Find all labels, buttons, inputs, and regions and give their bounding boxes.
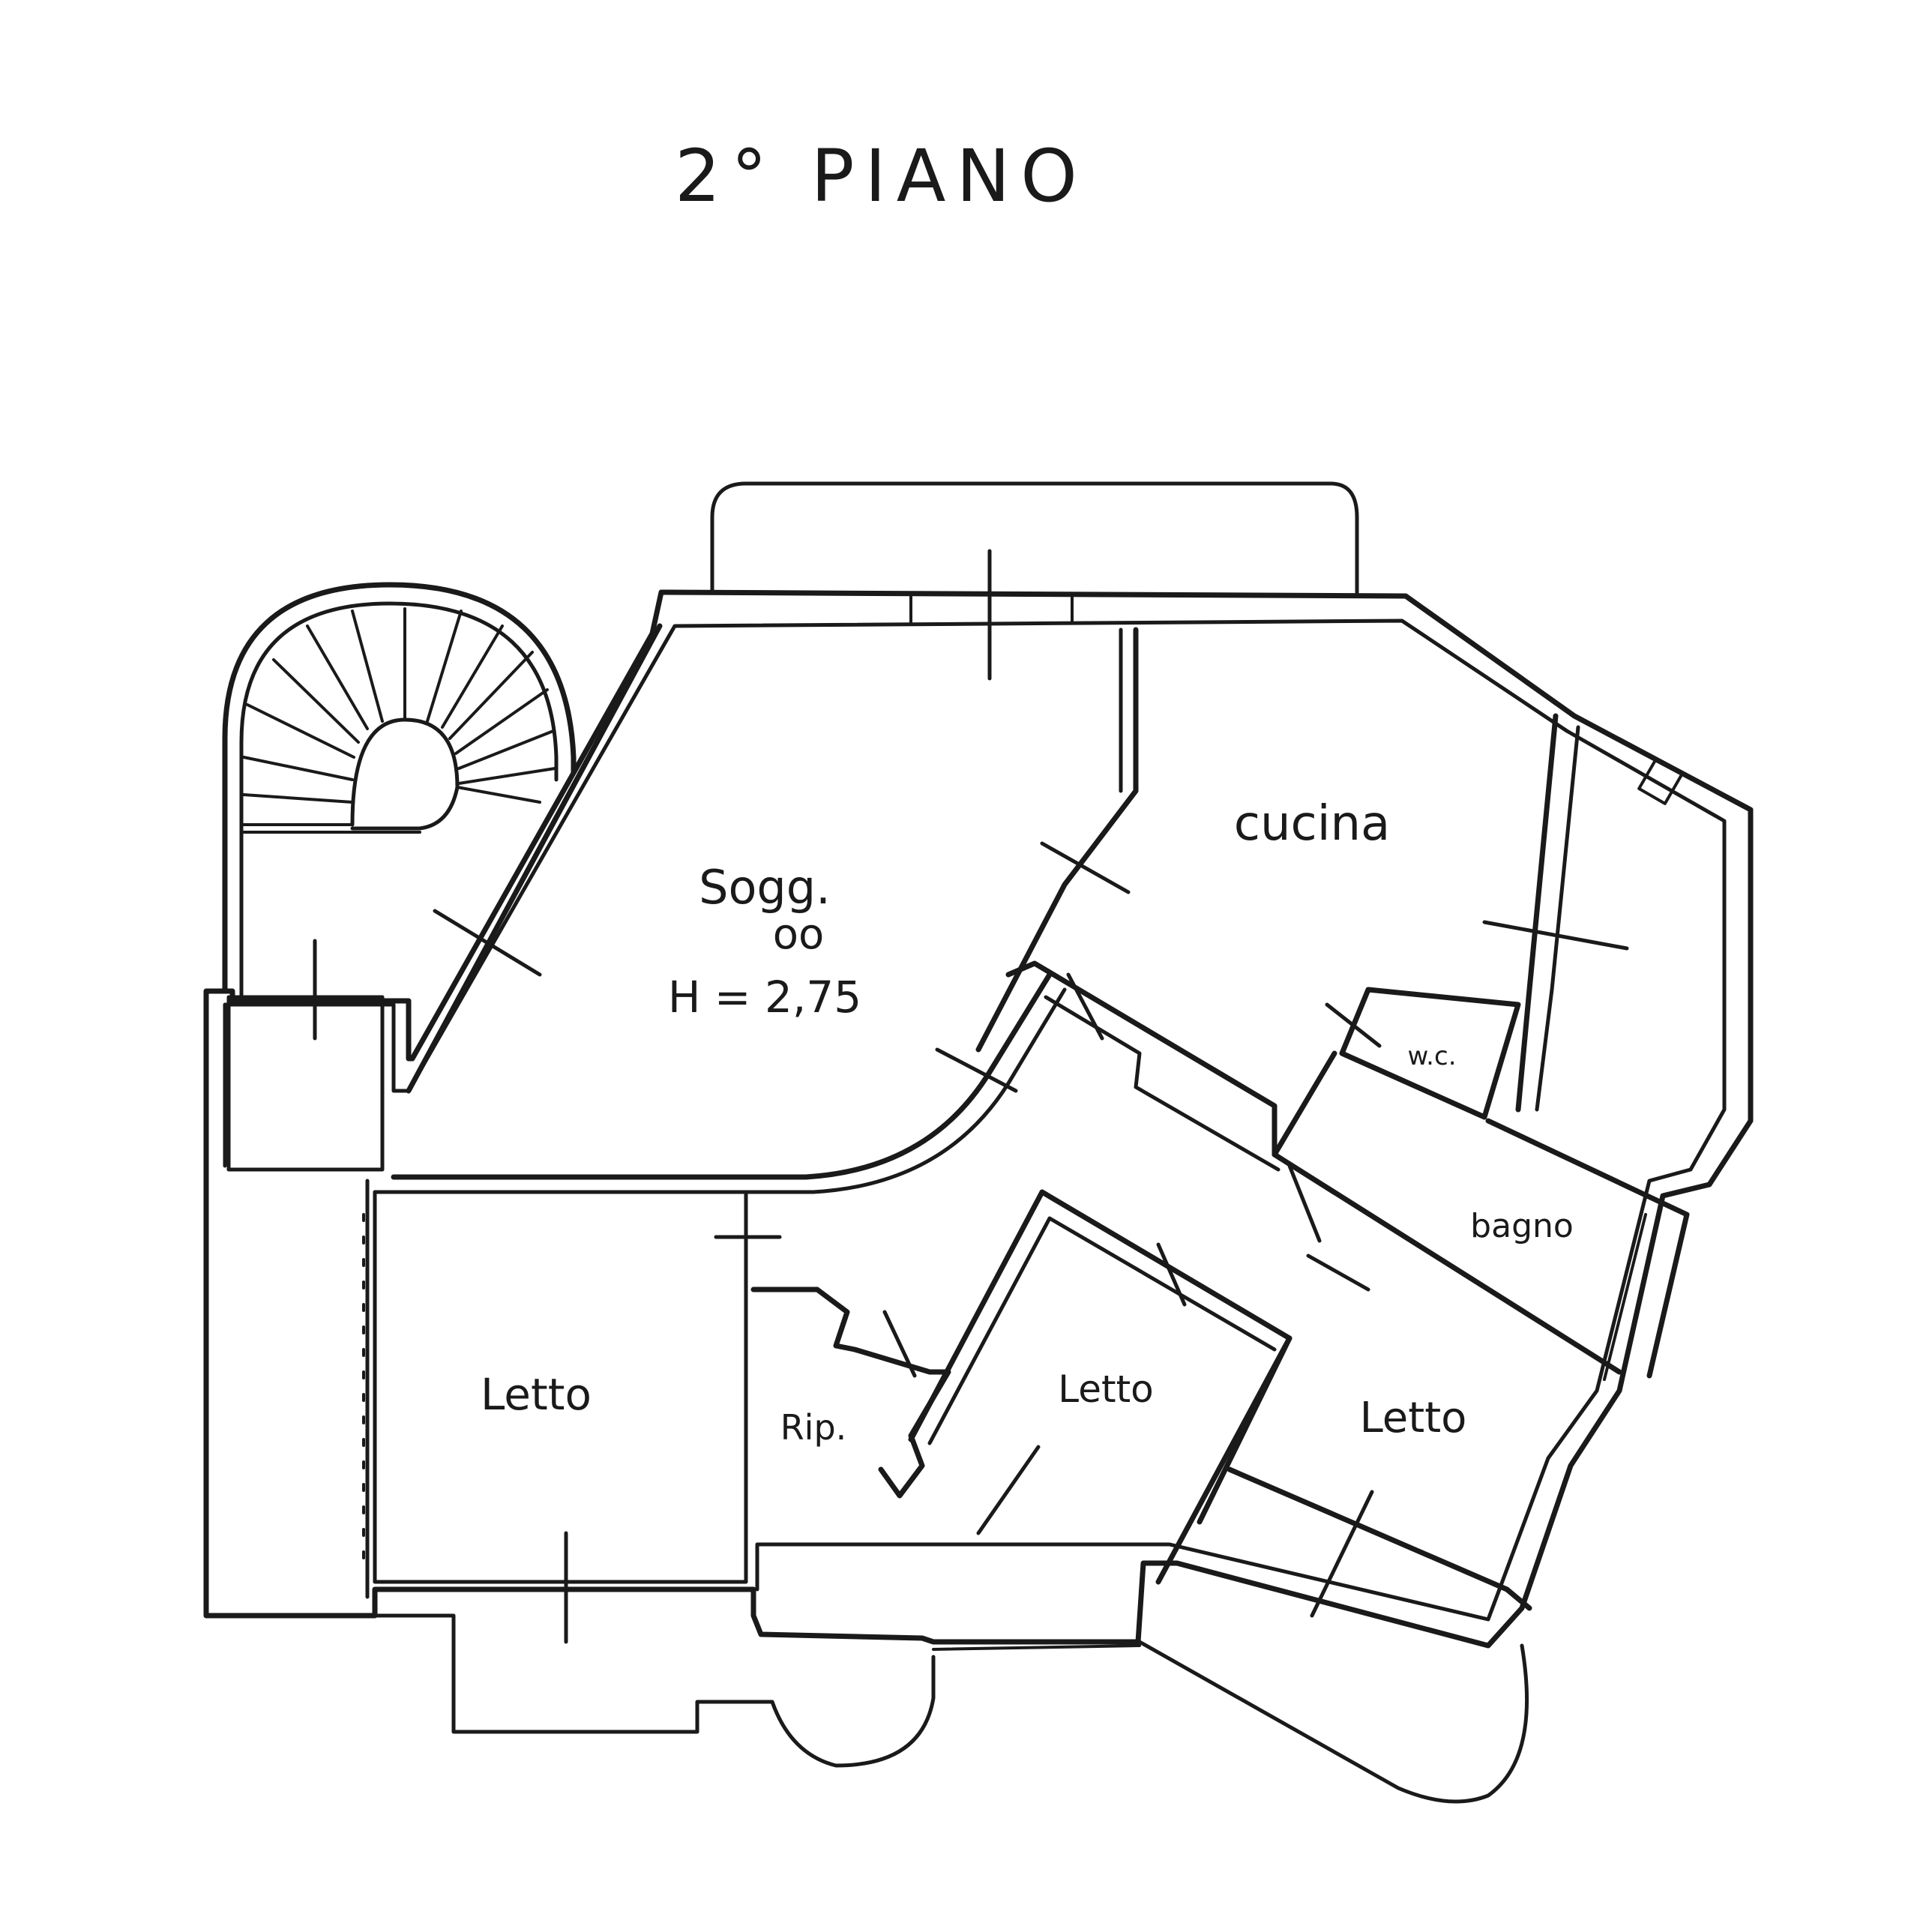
soggiorno-label-2: oo [773,910,825,959]
rip-door-mark [882,1310,917,1378]
wc-walls [1339,987,1521,1120]
letto-left-label: Letto [481,1369,592,1420]
letto-right-east-wall [1603,1213,1647,1381]
bagno-door-mark [1287,1164,1322,1243]
east-fixture [1637,757,1684,805]
soggiorno-south-wall-inner [391,987,1067,1194]
wc-door-mark [1325,1002,1382,1048]
letto-right-label: Letto [1360,1394,1467,1442]
letto-center-door-mark [1156,1242,1187,1307]
small-box-room [226,995,385,1172]
bottom-right-terrace [1137,1640,1529,1804]
kitchen-door-mark [1040,841,1131,894]
hallway-north-wall [1005,960,1622,1375]
top-balcony [710,481,1359,595]
letto-center-inner [927,1216,1277,1445]
outer-walls [203,589,1754,1649]
east-room-wall [1515,713,1559,1113]
letto-right-window-mark [1310,1490,1374,1618]
letto-left-room [362,1179,782,1644]
soggiorno-cucina-partition [975,627,1139,1053]
letto-center-label: Letto [1058,1367,1154,1411]
terrace-edge [932,1644,1141,1651]
inner-wall-outline [223,619,1727,1622]
hallway-north-wall-inner [1044,995,1281,1172]
wc-label: w.c. [1408,1041,1457,1071]
plan-title: 2° PIANO [675,134,1088,218]
soggiorno-south-wall [391,972,1053,1180]
hall-window-mark [1066,972,1104,1041]
outer-wall-outline [203,589,1754,1649]
cucina-label: cucina [1234,796,1391,852]
soggiorno-west-wall [406,623,663,1094]
hall-door-mark [935,1047,1018,1093]
ripostiglio-label: Rip. [780,1407,847,1448]
height-label: H = 2,75 [668,972,861,1023]
letto-right-walls [1197,1335,1532,1611]
ripostiglio-walls [750,1286,951,1499]
west-window-mark [433,909,542,977]
soggiorno-label: Sogg. [699,860,831,915]
letto-right-door-mark [1306,1254,1370,1292]
east-room-wall-inner [1535,725,1580,1112]
letto-left-outline [373,1190,748,1584]
bagno-label: bagno [1470,1207,1574,1245]
bagno-walls [1272,1050,1690,1379]
letto-center-window-mark [976,1445,1041,1535]
bottom-left-terrace [260,1613,936,1768]
east-door-mark [1482,920,1629,951]
spiral-staircase [222,582,577,999]
